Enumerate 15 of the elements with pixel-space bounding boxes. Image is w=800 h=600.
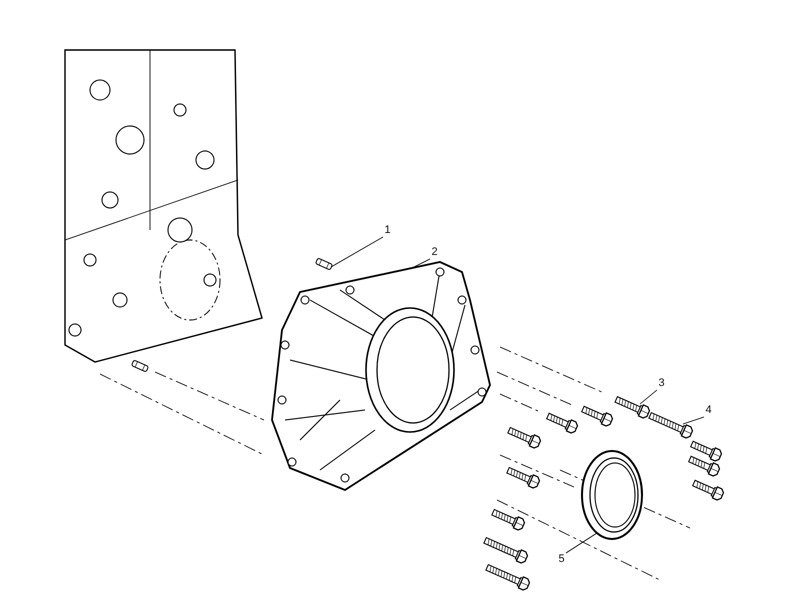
leader-line bbox=[412, 258, 430, 268]
callout-number: 4 bbox=[704, 404, 713, 417]
leader-line bbox=[330, 236, 384, 268]
bolt-drawing bbox=[614, 396, 650, 419]
housing-drawing bbox=[271, 261, 491, 491]
dowel-pin-drawing bbox=[314, 258, 334, 270]
callout-number: 1 bbox=[383, 224, 392, 237]
leader-line bbox=[682, 416, 704, 424]
callout-number: 5 bbox=[557, 553, 566, 566]
leader-line bbox=[566, 532, 598, 554]
seal-ring-drawing bbox=[581, 450, 643, 540]
leader-line bbox=[640, 390, 658, 404]
callout-number: 3 bbox=[657, 377, 666, 390]
bolt-drawing bbox=[648, 412, 694, 439]
callout-number: 2 bbox=[430, 246, 439, 259]
